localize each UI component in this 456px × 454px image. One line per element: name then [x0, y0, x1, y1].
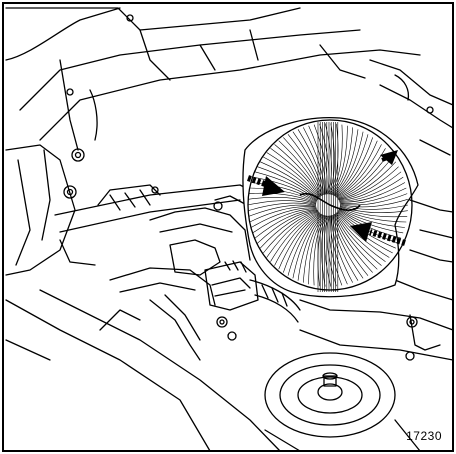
pleat-line	[254, 209, 318, 239]
pleat-line	[266, 211, 319, 258]
pleat-line	[247, 200, 317, 206]
pleat-line	[328, 123, 335, 195]
pleat-line	[292, 131, 323, 196]
pleat-line	[339, 193, 408, 206]
pleat-line	[334, 213, 373, 273]
pleat-line	[328, 215, 343, 286]
pleat-line	[335, 140, 378, 197]
pleat-line	[339, 187, 407, 204]
pleat-line	[250, 207, 317, 228]
pleat-line	[266, 152, 320, 199]
filter-element	[242, 116, 419, 298]
pleat-line	[335, 212, 382, 266]
pleat-line	[249, 206, 317, 223]
pleat-line	[287, 134, 323, 196]
pleat-line	[331, 127, 353, 195]
pleat-line	[332, 129, 359, 196]
pleat-line	[259, 210, 318, 249]
pleat-line	[335, 213, 378, 270]
pleat-line	[319, 123, 330, 195]
pleat-line	[339, 204, 409, 210]
pleat-line	[292, 214, 323, 279]
filter-core	[299, 192, 361, 212]
pleat-line	[339, 208, 404, 234]
pleat-line	[339, 206, 408, 218]
filter-pleats	[247, 122, 409, 292]
pleat-line	[333, 214, 369, 276]
pleat-line	[313, 215, 327, 286]
arrow-right	[350, 222, 406, 246]
pleat-line	[321, 215, 328, 287]
pleat-line	[263, 156, 319, 199]
pleat-line	[257, 209, 318, 244]
pleat-line	[336, 212, 386, 262]
pleat-line	[331, 215, 353, 283]
pleat-line	[297, 129, 324, 196]
pleat-line	[337, 156, 393, 199]
pleat-line	[252, 176, 317, 202]
pleat-line	[339, 176, 404, 202]
pleat-line	[248, 192, 317, 204]
figure-number: 17230	[406, 429, 442, 443]
pleat-line	[332, 214, 359, 281]
pleat-line	[283, 213, 322, 273]
pleat-line	[339, 199, 408, 208]
pleat-line	[336, 211, 390, 258]
pleat-line	[263, 211, 319, 254]
pleat-line	[303, 215, 325, 283]
pleat-line	[329, 124, 343, 195]
pleat-line	[248, 204, 317, 217]
pleat-line	[278, 140, 321, 197]
pleat-line	[333, 131, 364, 196]
arrow-left	[247, 175, 285, 196]
pleat-line	[339, 205, 408, 213]
pleat-line	[270, 212, 320, 262]
pleat-line	[334, 137, 373, 197]
pleat-line	[338, 171, 402, 201]
pleat-line	[339, 207, 405, 228]
pleat-line	[270, 148, 320, 198]
pleat-line	[335, 144, 382, 198]
pleat-line	[303, 127, 325, 195]
pleat-line	[248, 202, 317, 211]
arrow-top	[380, 150, 398, 165]
pleat-line	[338, 161, 397, 200]
pleat-line	[339, 182, 406, 203]
pleat-line	[248, 197, 317, 205]
pleat-line	[333, 214, 364, 279]
pleat-line	[278, 213, 321, 270]
pleat-line	[274, 212, 321, 266]
pleat-line	[283, 137, 322, 197]
pleat-line	[254, 171, 318, 201]
body-structure	[5, 7, 454, 452]
pleat-line	[326, 215, 337, 287]
pleat-line	[330, 125, 348, 195]
pleat-line	[338, 166, 399, 201]
pleat-line	[249, 187, 317, 204]
pleat-line	[252, 208, 317, 234]
